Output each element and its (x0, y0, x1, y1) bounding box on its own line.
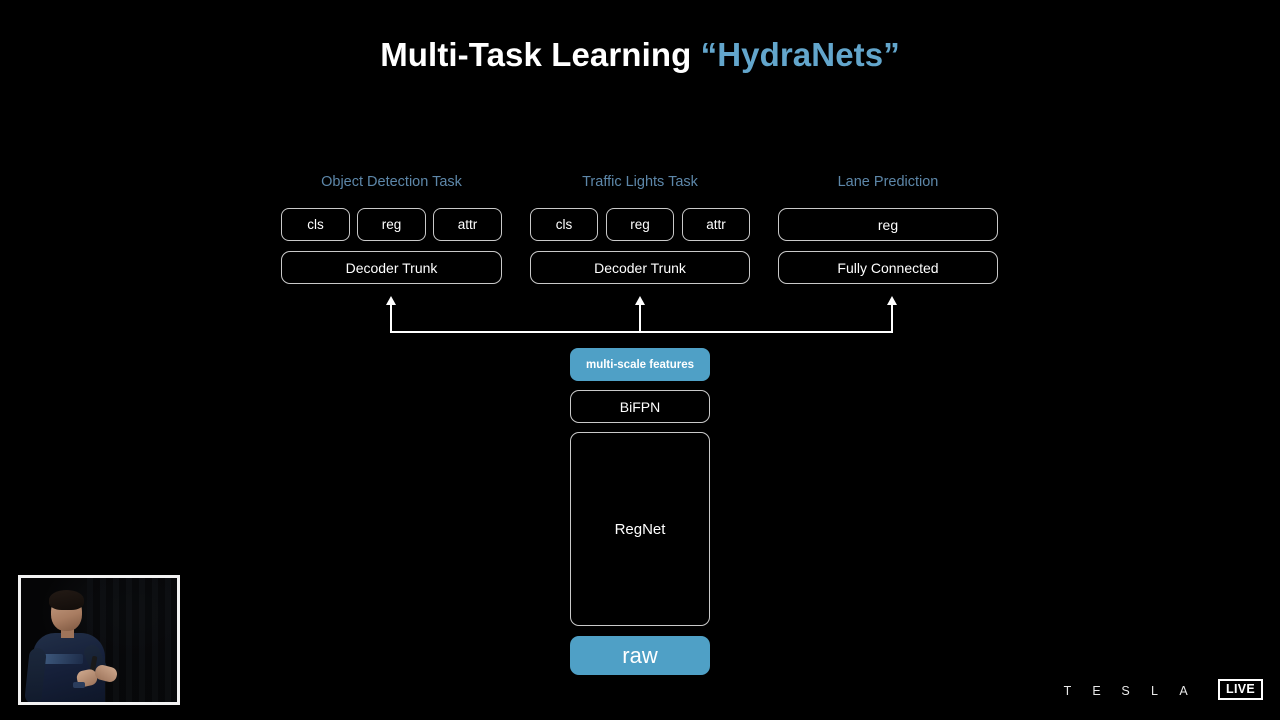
speaker-hair (49, 590, 84, 610)
connector-bus-horizontal (390, 331, 893, 333)
head-box-attr-traffic-lights[interactable]: attr (682, 208, 750, 241)
wordmark-letter-t: T (1063, 684, 1072, 698)
head-box-cls-object-detection[interactable]: cls (281, 208, 350, 241)
column-label-object-detection: Object Detection Task (321, 174, 462, 190)
wordmark-letter-l: L (1151, 684, 1158, 698)
connector-branch-object-detection (390, 303, 392, 332)
head-box-attr-object-detection[interactable]: attr (433, 208, 502, 241)
speaker-video-inset[interactable] (18, 575, 180, 705)
arrow-head-lane-prediction (887, 296, 897, 305)
raw-input-box[interactable]: raw (570, 636, 710, 675)
head-box-reg-lane-prediction[interactable]: reg (778, 208, 998, 241)
regnet-box[interactable]: RegNet (570, 432, 710, 626)
page-title: Multi-Task Learning “HydraNets” (0, 36, 1280, 74)
arrow-head-traffic-lights (635, 296, 645, 305)
title-accent: “HydraNets” (700, 36, 900, 73)
head-box-reg-object-detection[interactable]: reg (357, 208, 426, 241)
trunk-box-object-detection[interactable]: Decoder Trunk (281, 251, 502, 284)
head-box-reg-traffic-lights[interactable]: reg (606, 208, 674, 241)
trunk-box-lane-prediction[interactable]: Fully Connected (778, 251, 998, 284)
speaker-shirt-graphic (43, 654, 83, 664)
tesla-wordmark: T E S L A (1053, 684, 1198, 698)
wordmark-letter-s: S (1121, 684, 1130, 698)
connector-branch-lane-prediction (891, 303, 893, 332)
title-main: Multi-Task Learning (380, 36, 701, 73)
live-badge: LIVE (1218, 678, 1263, 700)
arrow-head-object-detection (386, 296, 396, 305)
wordmark-letter-a: A (1179, 684, 1188, 698)
head-box-cls-traffic-lights[interactable]: cls (530, 208, 598, 241)
bifpn-box[interactable]: BiFPN (570, 390, 710, 423)
connector-branch-traffic-lights (639, 303, 641, 332)
column-label-traffic-lights: Traffic Lights Task (582, 174, 698, 190)
column-label-lane-prediction: Lane Prediction (837, 174, 939, 190)
multi-scale-features-box[interactable]: multi-scale features (570, 348, 710, 381)
wordmark-letter-e: E (1092, 684, 1101, 698)
trunk-box-traffic-lights[interactable]: Decoder Trunk (530, 251, 750, 284)
speaker-wristwatch (73, 682, 85, 688)
